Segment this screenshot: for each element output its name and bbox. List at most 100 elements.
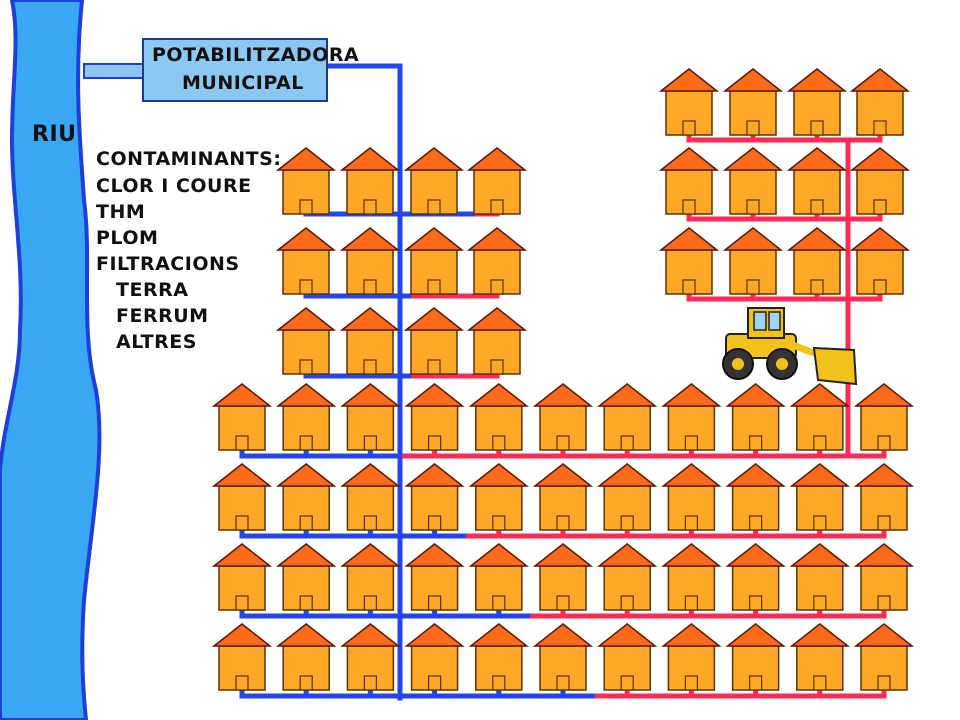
house-roof xyxy=(661,543,722,567)
house-door xyxy=(428,595,442,611)
house-door xyxy=(813,435,827,451)
contaminant-item: TERRA xyxy=(116,279,189,301)
house-roof xyxy=(276,383,337,407)
house-icon xyxy=(786,147,848,215)
house-icon xyxy=(340,463,401,531)
house-icon xyxy=(466,147,528,215)
house-icon xyxy=(403,307,465,375)
house-roof xyxy=(661,623,722,647)
house-icon xyxy=(853,383,915,451)
contaminant-item: FILTRACIONS xyxy=(96,253,240,275)
house-roof xyxy=(725,543,786,567)
contaminant-item: CLOR I COURE xyxy=(96,175,252,197)
house-door xyxy=(363,359,377,375)
house-roof xyxy=(340,623,401,647)
house-roof xyxy=(404,623,465,647)
contaminant-item: PLOM xyxy=(96,227,159,249)
house-door xyxy=(748,515,763,531)
contaminant-item: FERRUM xyxy=(116,305,209,327)
house-door xyxy=(556,515,570,531)
house-door xyxy=(877,675,891,691)
house-door xyxy=(746,279,760,295)
house-icon xyxy=(403,227,465,295)
house-roof xyxy=(597,623,658,647)
house-icon xyxy=(725,623,786,691)
house-door xyxy=(810,199,824,215)
house-door xyxy=(363,199,377,215)
house-icon xyxy=(339,147,401,215)
house-roof xyxy=(722,147,784,171)
house-icon xyxy=(789,463,850,531)
house-roof xyxy=(849,147,911,171)
house-door xyxy=(299,595,313,611)
house-door xyxy=(620,515,634,531)
house-icon xyxy=(532,383,594,451)
house-roof xyxy=(658,227,720,251)
house-roof xyxy=(853,463,915,487)
houses xyxy=(211,68,915,691)
house-icon xyxy=(658,227,720,295)
contaminant-item: THM xyxy=(96,201,146,223)
house-icon xyxy=(211,623,273,691)
house-roof xyxy=(786,147,848,171)
house-door xyxy=(684,515,699,531)
house-door xyxy=(492,595,506,611)
plant-label-line1: POTABILITZADORA xyxy=(152,44,360,66)
contaminant-item: ALTRES xyxy=(116,331,197,353)
house-roof xyxy=(849,68,911,92)
house-icon xyxy=(276,623,337,691)
house-roof xyxy=(468,543,529,567)
house-roof xyxy=(725,383,786,407)
house-icon xyxy=(466,307,528,375)
house-icon xyxy=(853,543,915,611)
house-door xyxy=(235,515,249,531)
house-roof xyxy=(532,463,594,487)
house-door xyxy=(427,279,441,295)
house-door xyxy=(684,595,699,611)
house-icon xyxy=(789,383,850,451)
house-roof xyxy=(276,463,337,487)
house-icon xyxy=(276,383,337,451)
house-door xyxy=(813,595,827,611)
house-door xyxy=(810,279,824,295)
house-roof xyxy=(597,383,658,407)
bulldozer-hub xyxy=(732,358,744,370)
house-icon xyxy=(849,147,911,215)
house-icon xyxy=(404,463,465,531)
house-roof xyxy=(339,227,401,251)
bulldozer-hub xyxy=(776,358,788,370)
house-door xyxy=(682,120,696,136)
house-door xyxy=(682,279,696,295)
house-door xyxy=(620,435,634,451)
house-icon xyxy=(404,383,465,451)
house-door xyxy=(299,279,313,295)
house-roof xyxy=(789,463,850,487)
house-door xyxy=(299,359,313,375)
house-door xyxy=(363,595,377,611)
house-icon xyxy=(722,68,784,136)
house-icon xyxy=(597,463,658,531)
house-icon xyxy=(789,543,850,611)
house-door xyxy=(492,435,506,451)
house-roof xyxy=(789,623,850,647)
house-roof xyxy=(340,383,401,407)
house-icon xyxy=(789,623,850,691)
house-door xyxy=(299,515,313,531)
house-door xyxy=(363,675,377,691)
house-icon xyxy=(404,543,465,611)
house-icon xyxy=(661,383,722,451)
house-door xyxy=(490,359,504,375)
house-door xyxy=(810,120,824,136)
house-roof xyxy=(658,68,720,92)
house-icon xyxy=(853,623,915,691)
house-roof xyxy=(466,307,528,331)
house-roof xyxy=(849,227,911,251)
house-icon xyxy=(597,543,658,611)
house-icon xyxy=(468,623,529,691)
house-roof xyxy=(468,463,529,487)
house-door xyxy=(556,595,570,611)
house-roof xyxy=(339,307,401,331)
house-door xyxy=(748,595,763,611)
house-icon xyxy=(339,227,401,295)
